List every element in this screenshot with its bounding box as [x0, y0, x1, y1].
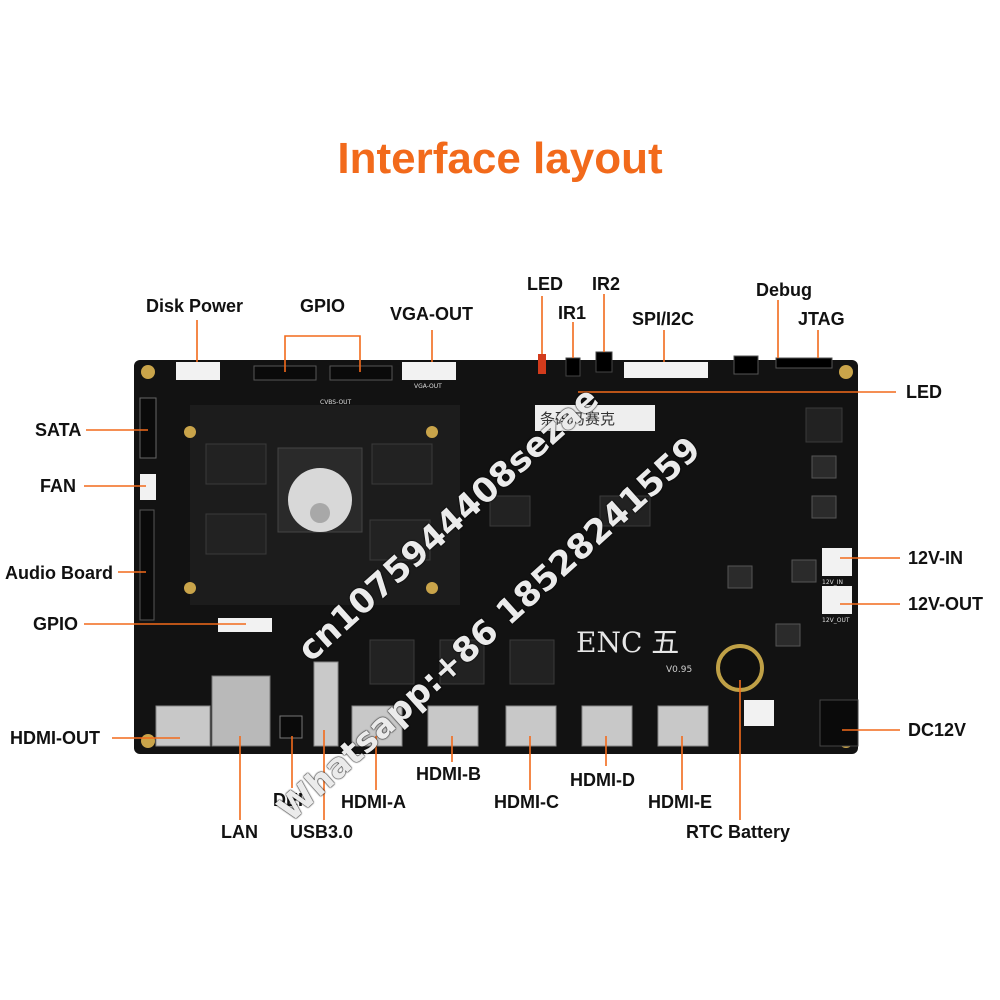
label-gpio-left: GPIO — [33, 614, 79, 634]
cpu-lid — [288, 468, 352, 532]
silk-vga: VGA-OUT — [414, 383, 442, 390]
label-led-top: LED — [527, 274, 563, 294]
debug-connector — [733, 355, 759, 375]
hdmi-out-port — [155, 705, 211, 747]
label-hdmi-e: HDMI-E — [648, 792, 712, 812]
hdmi-a-port — [351, 705, 403, 747]
label-gpio-top: GPIO — [300, 296, 346, 316]
memory-chip — [371, 443, 433, 485]
label-def: DEF — [273, 790, 309, 810]
mounting-hole — [141, 365, 155, 379]
label-fan: FAN — [40, 476, 76, 496]
memory-chip — [205, 443, 267, 485]
cpu-logo — [310, 503, 330, 523]
inductor — [727, 565, 753, 589]
dc-jack — [819, 699, 859, 747]
gpio-connector-left — [218, 618, 272, 632]
mounting-hole — [426, 426, 438, 438]
label-hdmi-c: HDMI-C — [494, 792, 559, 812]
mounting-hole — [141, 734, 155, 748]
label-12v-out: 12V-OUT — [908, 594, 984, 614]
label-led-right: LED — [906, 382, 942, 402]
label-hdmi-d: HDMI-D — [570, 770, 635, 790]
inductor — [791, 559, 817, 583]
barcode-sticker — [535, 405, 655, 431]
mounting-hole — [426, 582, 438, 594]
silk-12v-in: 12V_IN — [822, 579, 843, 586]
small-connector — [744, 700, 774, 726]
page-title: Interface layout — [337, 134, 663, 183]
lan-port — [211, 675, 271, 747]
inductor — [811, 495, 837, 519]
hdmi-chip — [439, 639, 485, 685]
label-rtc-battery: RTC Battery — [686, 822, 791, 842]
power-ic — [489, 495, 531, 527]
label-spi-i2c: SPI/I2C — [632, 309, 695, 329]
mounting-hole — [184, 582, 196, 594]
hdmi-b-port — [427, 705, 479, 747]
ir-receiver — [565, 357, 581, 377]
sata-connector — [139, 397, 157, 459]
label-hdmi-b: HDMI-B — [416, 764, 481, 784]
hdmi-d-port — [581, 705, 633, 747]
barcode-sticker-text: 条码马赛克 — [540, 410, 615, 428]
label-sata: SATA — [35, 420, 82, 440]
fan-connector — [140, 474, 156, 500]
label-jtag: JTAG — [798, 309, 845, 329]
jtag-header — [775, 357, 833, 369]
label-usb30: USB3.0 — [290, 822, 354, 842]
def-button — [279, 715, 303, 739]
ir-receiver-2 — [595, 351, 613, 373]
label-lan: LAN — [221, 822, 258, 842]
silk-cvbs: CVBS-OUT — [320, 399, 352, 406]
hdmi-c-port — [505, 705, 557, 747]
audio-header — [139, 509, 155, 621]
label-hdmi-out: HDMI-OUT — [10, 728, 100, 748]
spi-i2c-connector — [624, 362, 708, 378]
label-12v-in: 12V-IN — [908, 548, 964, 568]
power-ic — [599, 495, 651, 527]
hdmi-chip — [509, 639, 555, 685]
gpio-header-top-right — [329, 365, 393, 381]
label-dc12v: DC12V — [908, 720, 967, 740]
12v-in-connector — [822, 548, 852, 576]
disk-power-connector — [176, 362, 220, 380]
emmc-chip — [369, 519, 431, 561]
inductor — [775, 623, 801, 647]
label-hdmi-a: HDMI-A — [341, 792, 406, 812]
label-debug: Debug — [756, 280, 812, 300]
vga-out-connector — [402, 362, 456, 380]
flash-chip — [805, 407, 843, 443]
12v-out-connector — [822, 586, 852, 614]
label-ir2: IR2 — [592, 274, 621, 294]
led-component — [538, 354, 546, 374]
leader-gpio-top — [284, 335, 361, 372]
board-version: V0.95 — [666, 665, 692, 675]
memory-chip — [205, 513, 267, 555]
mounting-hole — [839, 365, 853, 379]
hdmi-e-port — [657, 705, 709, 747]
leader-lines — [84, 294, 900, 820]
hdmi-chip — [369, 639, 415, 685]
silk-12v-out: 12V_OUT — [822, 617, 850, 624]
usb30-port — [313, 661, 339, 747]
inductor — [811, 455, 837, 479]
label-audio-board: Audio Board — [5, 563, 113, 583]
label-vga-out: VGA-OUT — [390, 304, 473, 324]
label-ir1: IR1 — [558, 303, 587, 323]
label-disk-power: Disk Power — [146, 296, 244, 316]
board-brand: ENC 五 — [576, 626, 679, 659]
mounting-hole — [184, 426, 196, 438]
